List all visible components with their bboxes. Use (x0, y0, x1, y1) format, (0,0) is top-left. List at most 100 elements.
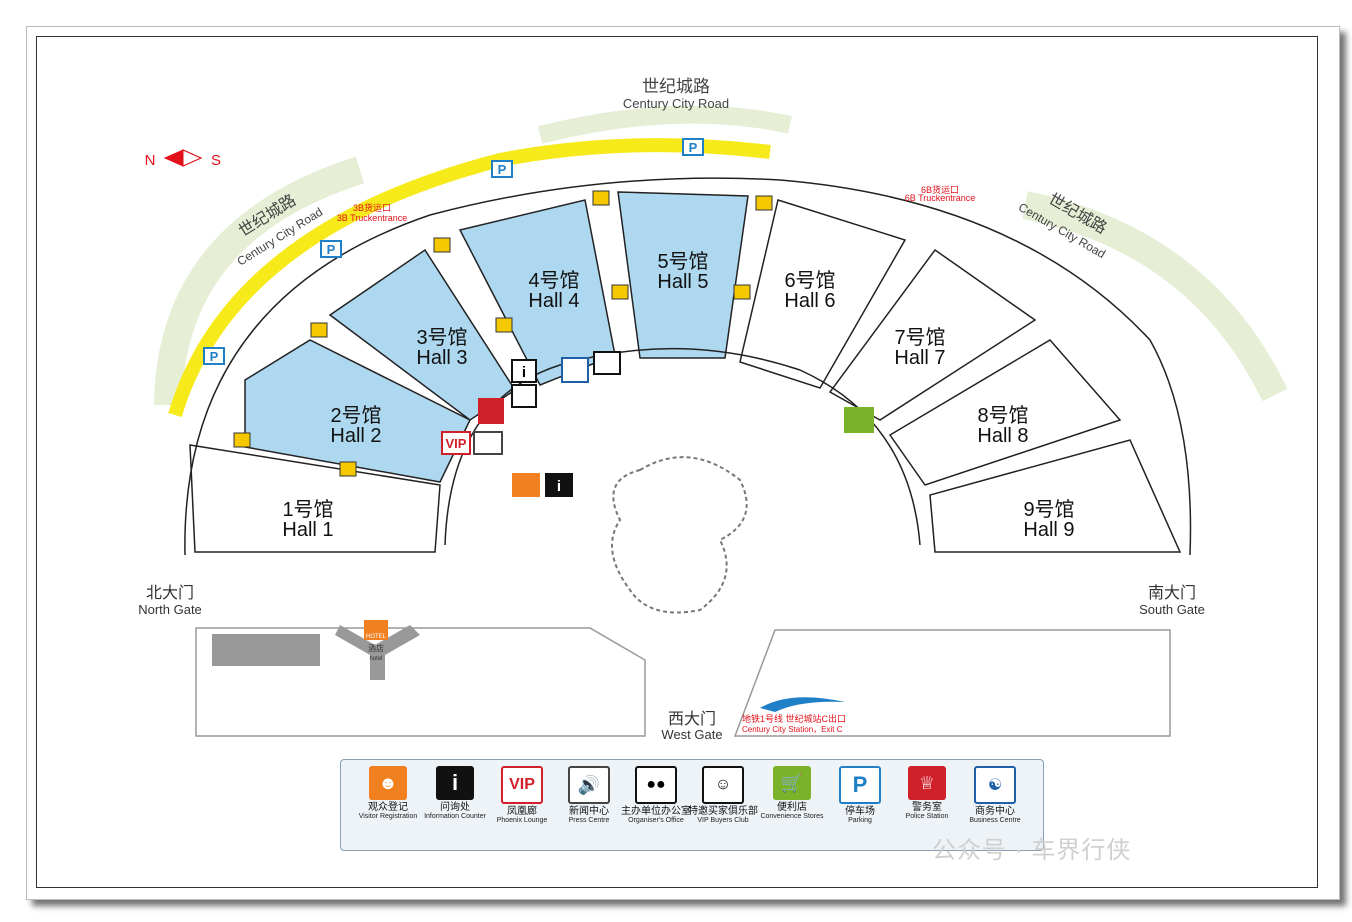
legend-item: ☯ 商务中心 Business Centre (960, 766, 1030, 825)
legend-item: i 问询处 Information Counter (420, 766, 490, 821)
parking-markers: P P P P (203, 138, 704, 365)
legend-item: ☻ 观众登记 Visitor Registration (353, 766, 423, 821)
hall-2-zh: 2号馆 (330, 404, 381, 427)
legend-zh: 问询处 (440, 802, 470, 813)
visitor-registration-icon[interactable] (512, 473, 540, 497)
hall-8-en: Hall 8 (977, 425, 1028, 447)
north-gate-zh: 北大门 (146, 584, 194, 602)
hall-8-zh: 8号馆 (977, 404, 1028, 427)
toilet-icon (733, 284, 751, 300)
south-gate-zh: 南大门 (1148, 584, 1196, 602)
legend-item: 🔊 新闻中心 Press Centre (554, 766, 624, 825)
business-centre-icon[interactable] (561, 357, 589, 383)
vip-glyph: VIP (509, 776, 535, 793)
police-station-icon[interactable] (478, 398, 504, 424)
information-icon: i (436, 766, 474, 800)
metro-en: Century City Station，Exit C (742, 725, 843, 734)
legend-item: ●● 主办单位办公室 Organiser's Office (621, 766, 691, 825)
legend-item: VIP 凤凰廊 Phoenix Lounge (487, 766, 557, 825)
vip-buyers-club-icon: ☺ (702, 766, 744, 804)
vip-lounge-icon[interactable] (441, 431, 471, 455)
legend-en: VIP Buyers Club (697, 817, 749, 824)
legend-zh: 停车场 (845, 806, 875, 817)
metro-zh: 地铁1号线 世纪城站C出口 (742, 713, 846, 724)
legend-en: Police Station (905, 813, 949, 820)
parking-icon[interactable] (491, 160, 513, 178)
metro-icon (760, 697, 845, 712)
lower-right-plot (733, 629, 1171, 737)
parking-icon[interactable] (320, 240, 342, 258)
green-band-right (1022, 191, 1288, 402)
south-gate-en: South Gate (1139, 602, 1205, 617)
parking-icon: P (839, 766, 881, 804)
toilet-icon (339, 461, 357, 477)
hall-5-zh: 5号馆 (657, 250, 708, 273)
legend-zh: 便利店 (777, 802, 807, 813)
hall-8-shape[interactable] (888, 339, 1122, 486)
green-band-top (537, 105, 792, 144)
vip-icon: VIP (501, 766, 543, 804)
legend-zh: 新闻中心 (569, 806, 609, 817)
legend-en: Business Centre (969, 817, 1021, 824)
hall-7-en: Hall 7 (894, 347, 945, 369)
compass-north: N (145, 152, 156, 169)
hall-labels: 1号馆 Hall 1 2号馆 Hall 2 3号馆 Hall 3 4号馆 Hal… (282, 250, 1074, 541)
hall-9-en: Hall 9 (1023, 519, 1074, 541)
legend-item: P 停车场 Parking (825, 766, 895, 825)
toilet-icon (433, 237, 451, 253)
outer-ring (184, 177, 1192, 556)
lower-left-plot (195, 627, 646, 737)
truck-right-zh: 6B货运口 (921, 184, 959, 195)
building-block (212, 634, 320, 666)
hall-5-shape[interactable] (617, 191, 749, 359)
toilet-markers (233, 190, 773, 477)
parking-icon[interactable] (682, 138, 704, 156)
halls-group (184, 177, 1192, 556)
hall-2-en: Hall 2 (330, 425, 381, 447)
legend-en: Information Counter (424, 813, 486, 820)
convenience-store-icon[interactable] (844, 407, 874, 433)
inner-ring (444, 347, 921, 546)
legend-item: 🛒 便利店 Convenience Stores (757, 766, 827, 821)
hall-1-shape[interactable] (189, 444, 441, 553)
hall-6-shape[interactable] (739, 199, 907, 389)
truck-right-en: 6B Truckentrance (905, 193, 976, 203)
hotel-zh: 酒店 (368, 643, 384, 653)
hall-7-shape[interactable] (828, 248, 1037, 421)
hall-5-en: Hall 5 (657, 271, 708, 293)
parking-letter: P (210, 349, 219, 364)
north-gate-en: North Gate (138, 602, 202, 617)
information-icon-2[interactable] (545, 473, 573, 497)
legend-en: Parking (848, 817, 872, 824)
visitor-registration-icon: ☻ (369, 766, 407, 800)
parking-icon[interactable] (203, 347, 225, 365)
toilet-icon (310, 322, 328, 338)
hotel-icon[interactable] (364, 620, 388, 640)
toilet-icon (592, 190, 610, 206)
hall-3-zh: 3号馆 (416, 326, 467, 349)
parking-glyph: P (852, 772, 868, 797)
watermark: 公众号 · 车界行侠 (932, 837, 1132, 864)
legend-item: ☺ 特邀买家俱乐部 VIP Buyers Club (688, 766, 758, 825)
information-icon[interactable] (511, 359, 537, 383)
organisers-office-icon[interactable] (511, 384, 537, 408)
press-centre-icon[interactable] (473, 431, 503, 455)
toilet-icon (755, 195, 773, 211)
legend-en: Visitor Registration (358, 813, 418, 820)
business-centre-icon: ☯ (974, 766, 1016, 804)
hall-7-zh: 7号馆 (894, 326, 945, 349)
parking-letter: P (689, 140, 698, 155)
compass-south: S (211, 152, 221, 169)
vip-buyers-club-icon[interactable] (593, 351, 621, 375)
top-road-zh: 世纪城路 (642, 77, 710, 96)
police-station-icon: ♕ (908, 766, 946, 800)
convenience-store-icon: 🛒 (773, 766, 811, 800)
legend-item: ♕ 警务室 Police Station (892, 766, 962, 821)
press-centre-icon: 🔊 (568, 766, 610, 804)
legend-zh: 特邀买家俱乐部 (688, 806, 758, 817)
legend-zh: 主办单位办公室 (621, 806, 691, 817)
hall-4-en: Hall 4 (528, 290, 579, 312)
hotel-en: hotel (369, 656, 382, 662)
hall-9-shape[interactable] (929, 439, 1182, 553)
toilet-icon (611, 284, 629, 300)
